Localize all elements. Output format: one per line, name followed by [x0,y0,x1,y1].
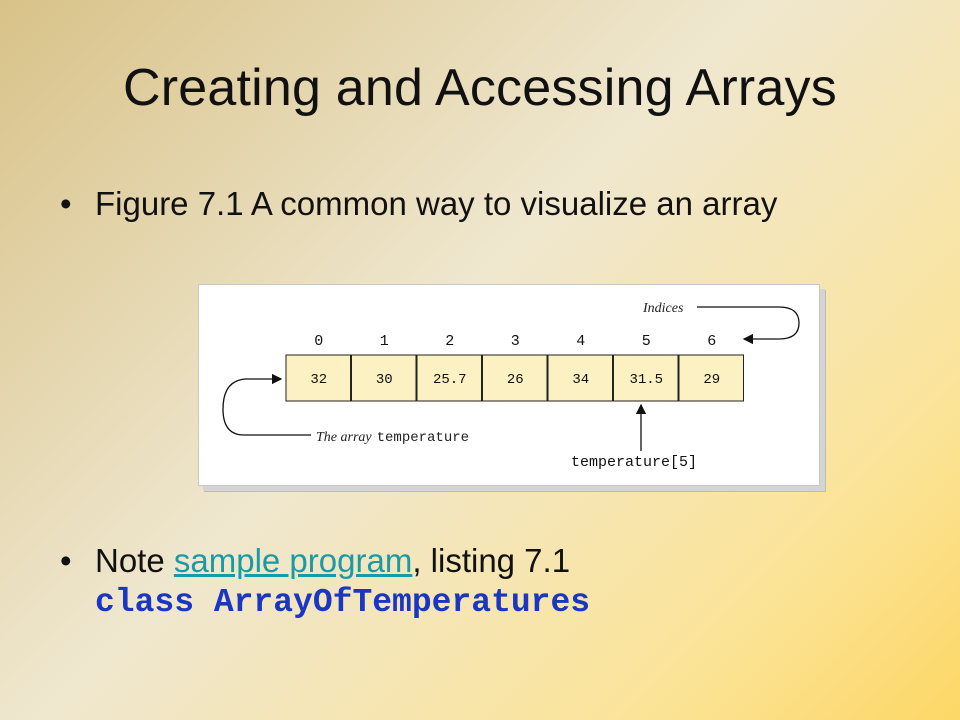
sample-program-link[interactable]: sample program [173,542,413,579]
array-cell [285,354,351,402]
array-label-code: temperature [377,430,469,446]
array-value: 25.7 [433,372,467,388]
array-label-italic: The array [316,430,372,445]
index-label: 0 [314,333,323,350]
array-value: 31.5 [629,372,663,388]
array-cell [613,354,679,402]
array-label: The array temperature [316,430,469,446]
indices-arrow [697,306,800,345]
array-cell [678,354,744,402]
array-value: 30 [376,372,393,388]
array-value: 34 [572,372,589,388]
slide-title: Creating and Accessing Arrays [123,59,837,117]
index-label: 6 [707,333,716,350]
indices-label: Indices [642,301,684,316]
array-value: 26 [507,372,524,388]
array-cell [351,354,417,402]
element-label: temperature[5] [571,454,697,471]
array-cell [547,354,613,402]
array-cell [416,354,482,402]
index-label: 1 [380,333,389,350]
index-label: 2 [445,333,454,350]
bullet-marker: • [60,185,72,222]
note-suffix: , listing 7.1 [412,542,571,579]
array-value: 32 [310,372,327,388]
bullet-text: Figure 7.1 A common way to visualize an … [95,185,778,222]
index-labels: 0 1 2 3 4 5 6 [314,333,716,350]
array-cells: 32 30 25.7 26 34 31.5 29 [285,354,744,402]
note-prefix: Note [95,542,174,579]
bullet-text: Note sample program, listing 7.1 class Ar… [95,540,915,624]
bullet-marker: • [60,542,72,579]
class-name-code: class ArrayOfTemperatures [95,584,591,621]
index-label: 5 [642,333,651,350]
array-value: 29 [703,372,720,388]
array-arrow [222,373,311,436]
index-label: 4 [576,333,585,350]
index-label: 3 [511,333,520,350]
array-cell [482,354,548,402]
